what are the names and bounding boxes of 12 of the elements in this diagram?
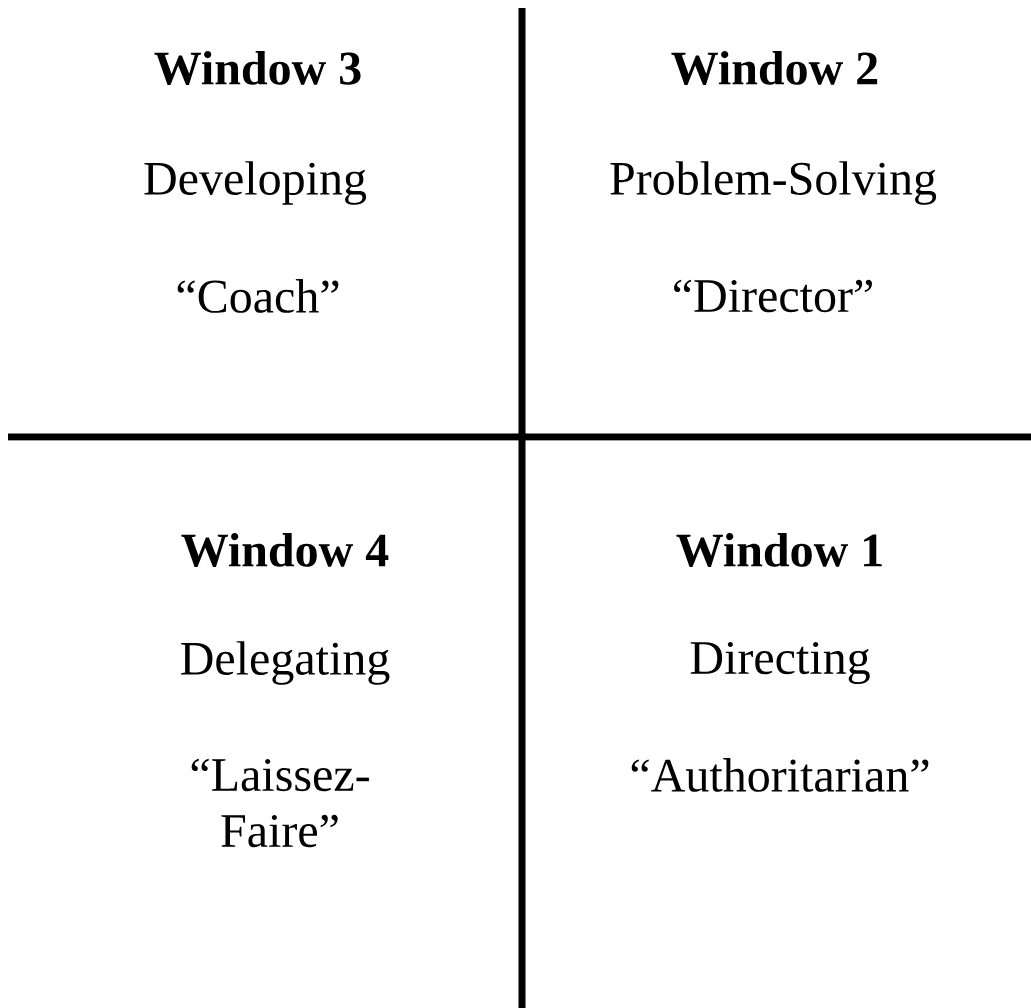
window-heading: Window 1 xyxy=(676,532,882,567)
role-label: “Coach” xyxy=(177,279,339,313)
style-label: Directing xyxy=(690,641,870,685)
role-label: “Director” xyxy=(674,279,872,313)
style-label: Problem-Solving xyxy=(610,161,937,205)
window-heading: Window 3 xyxy=(154,50,361,85)
role-label: “Authoritarian” xyxy=(631,758,929,792)
window-heading: Window 4 xyxy=(181,532,389,567)
style-label: Delegating xyxy=(181,641,390,685)
style-label: Developing xyxy=(144,161,367,205)
window-heading: Window 2 xyxy=(671,50,878,85)
role-label: “Laissez-Faire” xyxy=(191,758,369,848)
